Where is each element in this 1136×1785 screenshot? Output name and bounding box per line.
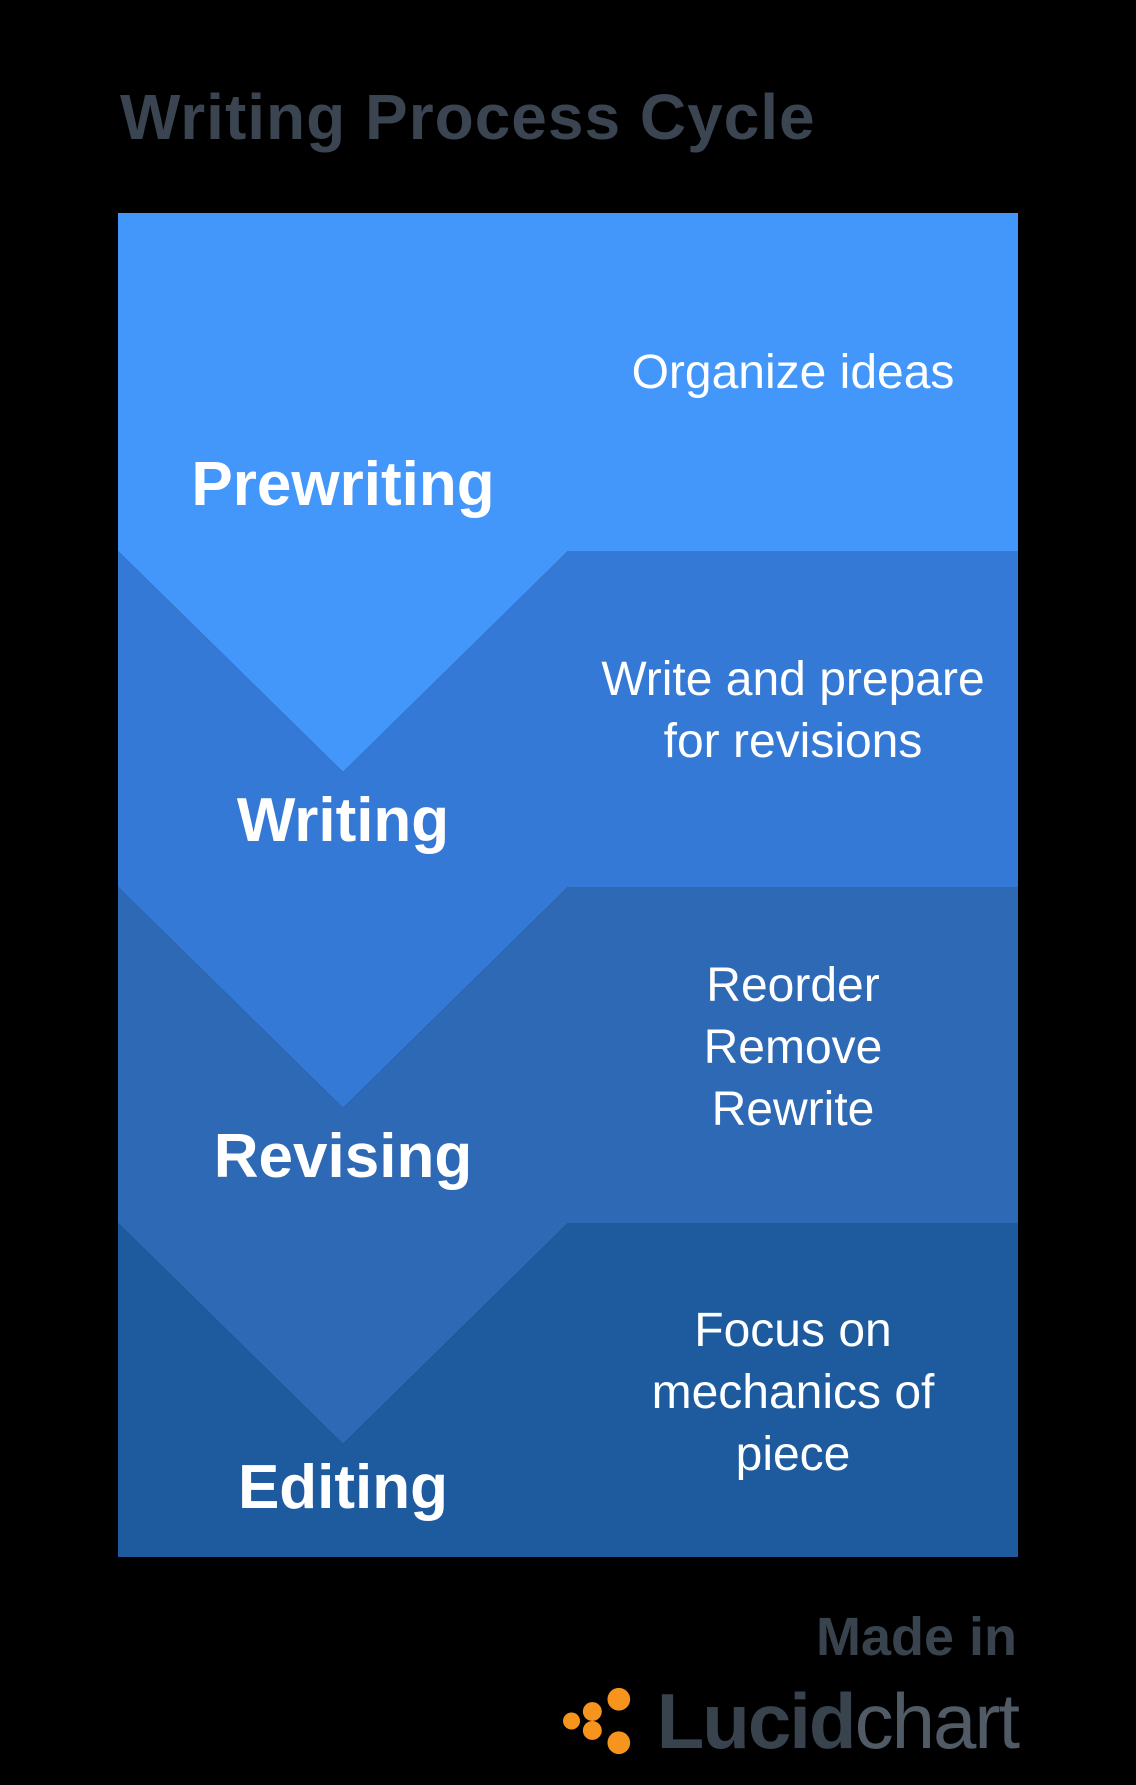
note-line: mechanics of [651,1366,935,1419]
stage-note-revising: Reorder Remove Rewrite [568,955,1018,1141]
stage-label-editing: Editing [237,1453,449,1522]
made-in-label: Made in [815,1607,1017,1667]
stage-note-writing: Write and prepare for revisions [568,649,1018,773]
note-line: for revisions [663,715,923,768]
stage-band-editing [118,1223,1018,1557]
stage-label-writing: Writing [236,786,450,855]
stage-label-prewriting: Prewriting [191,450,495,519]
stage-band-writing [118,551,1018,1108]
brand-name-lucid: Lucid [656,1677,857,1765]
note-line: Reorder [706,959,880,1012]
stage-note-editing: Focus on mechanics of piece [568,1300,1018,1486]
note-line: Organize ideas [631,346,955,399]
note-line: Write and prepare [601,653,985,706]
brand-name-chart: chart [854,1677,1020,1765]
lucidchart-logo-icon [562,1687,630,1755]
note-line: Rewrite [711,1083,875,1136]
stage-note-prewriting: Organize ideas [568,342,1018,404]
note-line: Remove [703,1021,883,1074]
page-title: Writing Process Cycle [120,81,816,153]
note-line: Focus on [694,1304,892,1357]
stage-label-revising: Revising [213,1122,473,1191]
stage-band-prewriting [118,213,1018,772]
note-line: piece [735,1428,851,1481]
stage-band-revising [118,887,1018,1444]
